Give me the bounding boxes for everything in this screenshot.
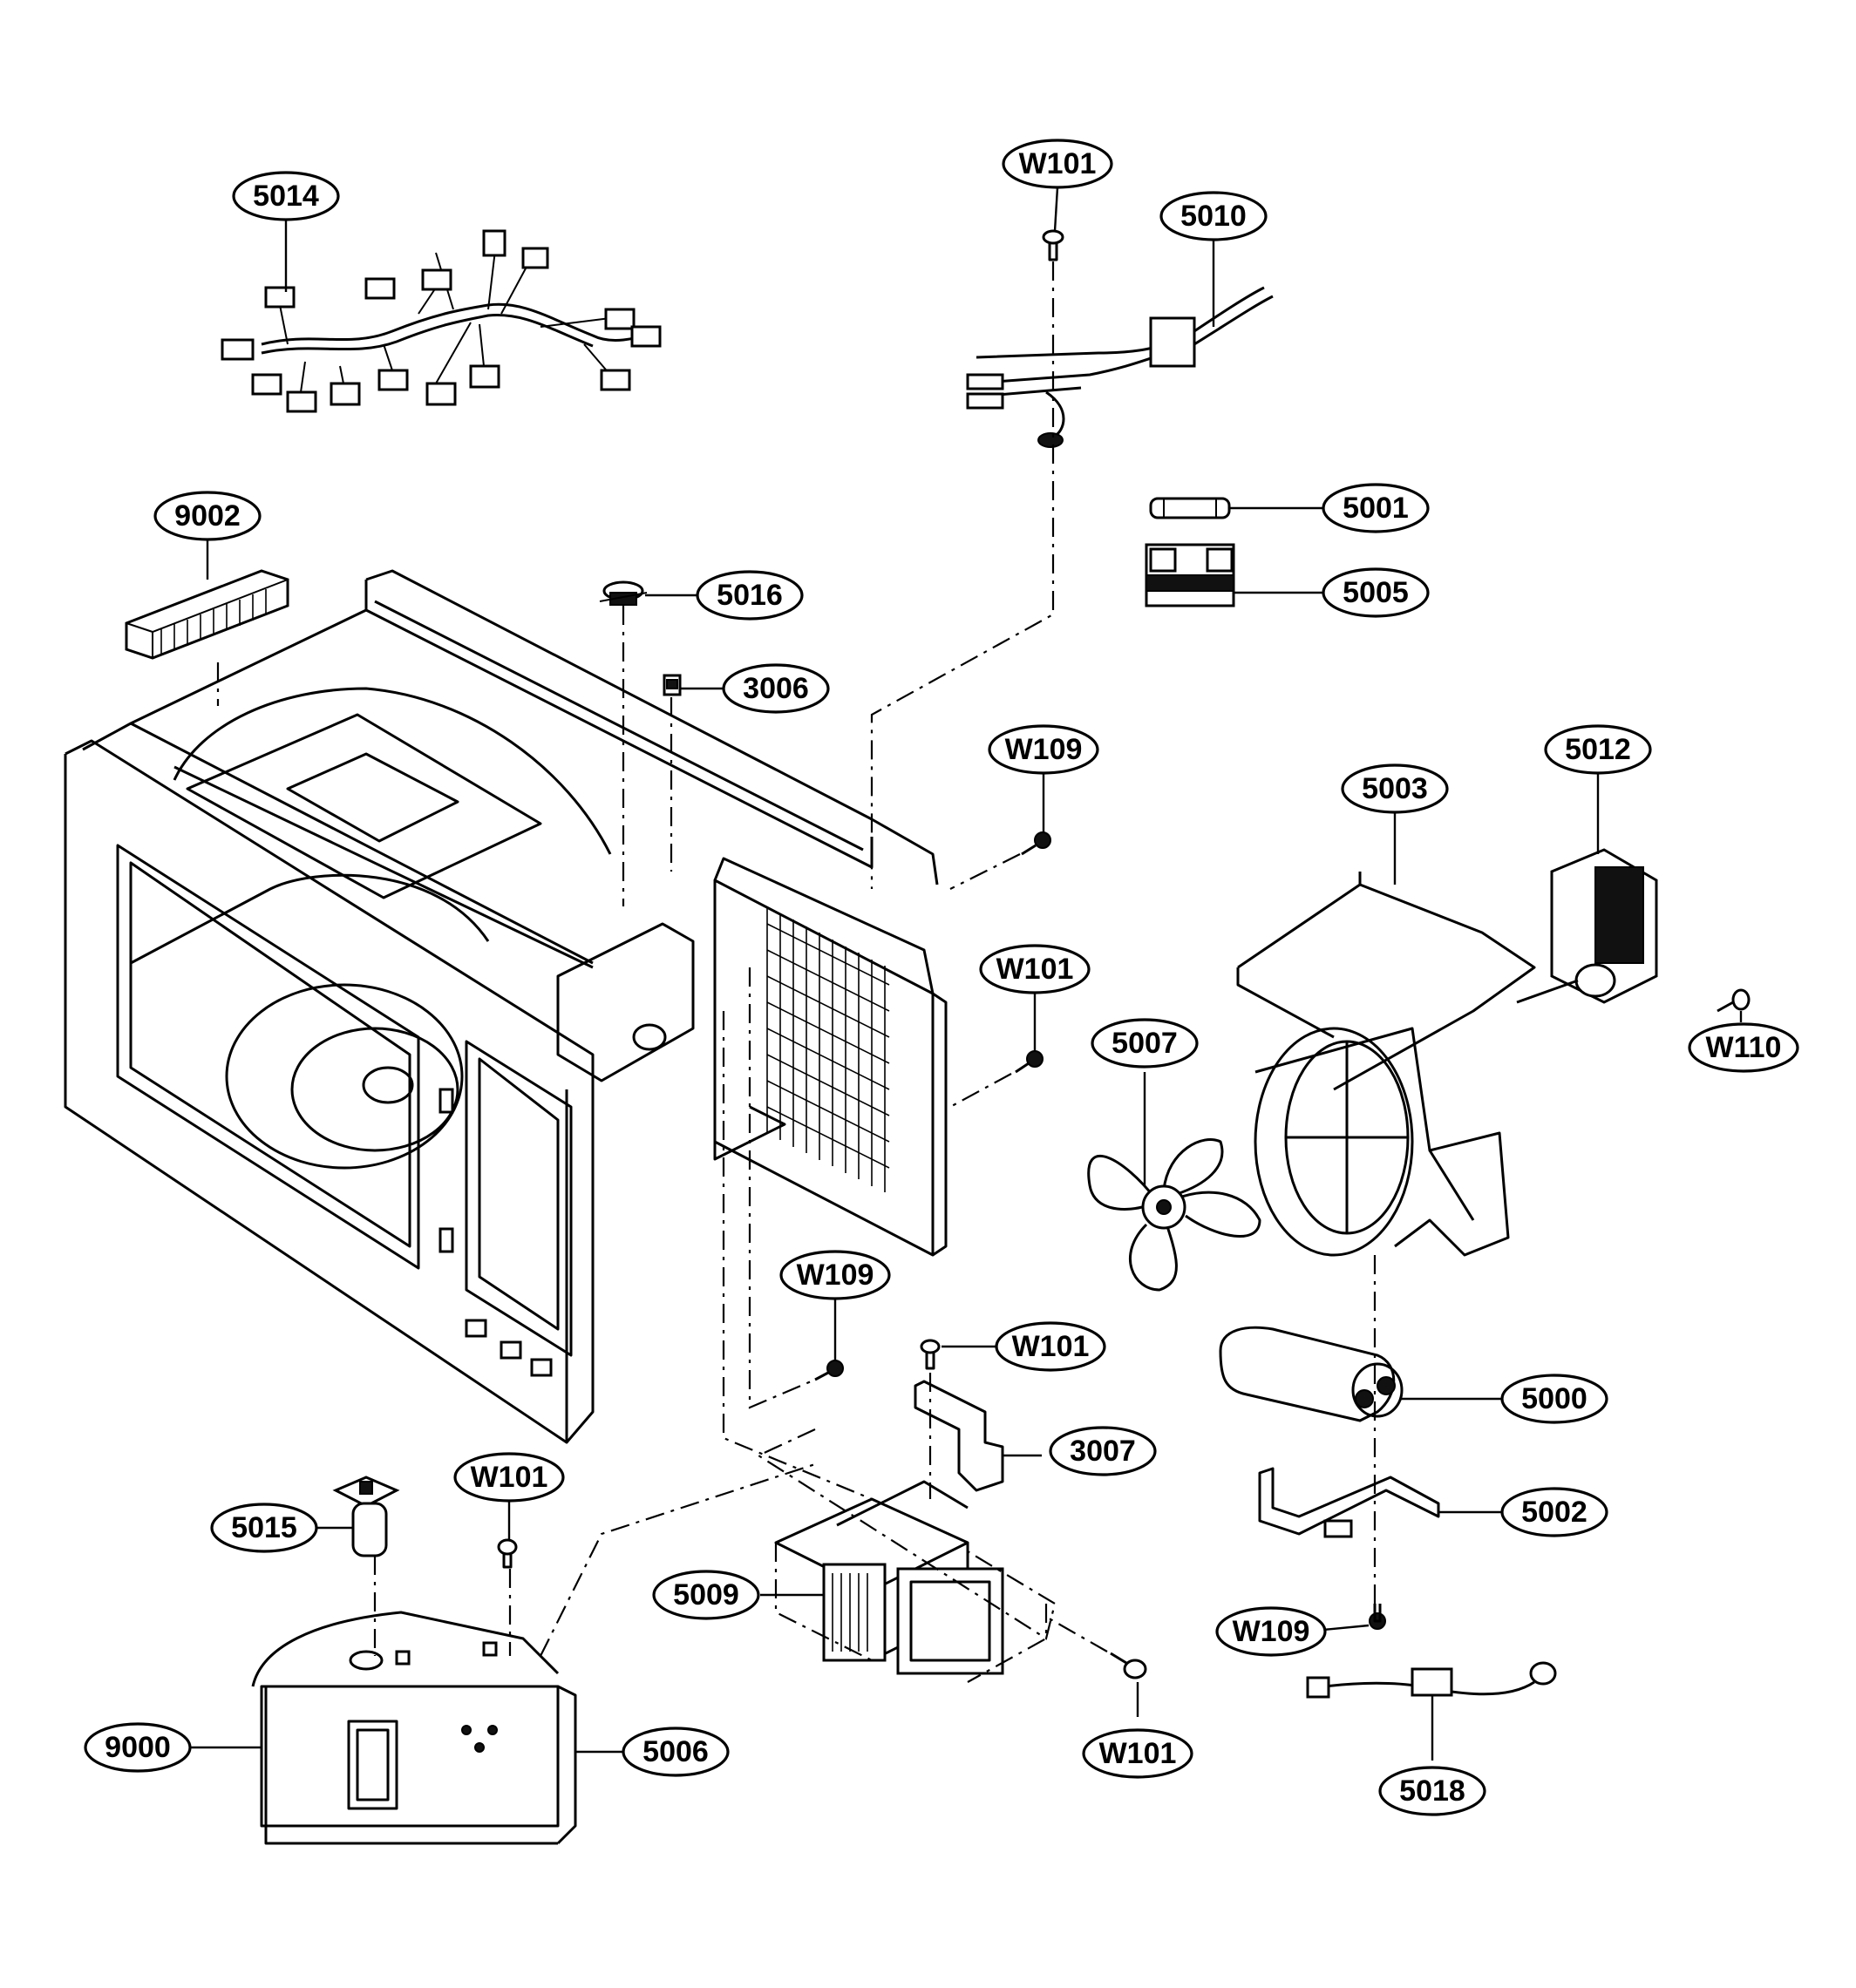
magnetron-5009 (774, 1480, 1004, 1675)
filter-9002 (125, 569, 289, 660)
screw-w101-middle (1015, 1050, 1044, 1074)
wire-harness-5014 (221, 229, 662, 413)
control-box-9000 (251, 1611, 577, 1845)
screw-w101-magnetron (1110, 1652, 1147, 1679)
screw-w101-bracket (920, 1339, 941, 1370)
sensor-wire-5018 (1306, 1661, 1557, 1699)
assembly-lines (216, 261, 1377, 1683)
callout-label: 5003 (1362, 772, 1428, 805)
switch-3006 (663, 674, 682, 696)
fuse-holder-5005 (1145, 543, 1235, 607)
callout-label: W101 (1012, 1330, 1090, 1363)
callout-label: 5007 (1112, 1027, 1178, 1060)
screw-w109-upper (1021, 831, 1051, 856)
callout-5014: 5014 (232, 171, 340, 221)
callout-label: W109 (1005, 733, 1083, 766)
callout-5001: 5001 (1322, 483, 1430, 533)
callout-5012: 5012 (1544, 724, 1652, 775)
callout-5016: 5016 (696, 570, 804, 621)
callout-label: W101 (996, 953, 1074, 986)
callout-w101-lower-left: W101 (453, 1452, 565, 1503)
callout-w101-magnetron: W101 (1082, 1728, 1193, 1779)
thermostat-5016 (599, 580, 648, 606)
callout-9002: 9002 (153, 491, 262, 541)
callout-w109-lower: W109 (779, 1250, 891, 1300)
callout-5003: 5003 (1341, 763, 1449, 814)
callout-label: 5016 (717, 579, 783, 612)
fan-blade-5007 (1087, 1137, 1261, 1292)
callout-w101-bracket: W101 (995, 1321, 1106, 1372)
motor-5015 (332, 1476, 400, 1557)
fan-duct-5003 (1236, 872, 1536, 1257)
callout-3007: 3007 (1049, 1426, 1157, 1476)
callout-9000: 9000 (84, 1722, 192, 1773)
screw-w109-bottom-right (1369, 1604, 1386, 1630)
callout-label: W109 (1233, 1615, 1310, 1648)
callout-w101-middle: W101 (979, 944, 1091, 994)
capacitor-5000 (1219, 1326, 1404, 1422)
callout-w110: W110 (1688, 1022, 1799, 1073)
callout-5007: 5007 (1091, 1018, 1199, 1069)
callout-label: 9000 (105, 1731, 171, 1764)
callout-5015: 5015 (210, 1503, 318, 1553)
fan-motor-5012 (1516, 848, 1658, 1004)
callout-label: 5015 (231, 1511, 297, 1544)
callout-label: W101 (1019, 147, 1097, 180)
callout-5006: 5006 (622, 1727, 730, 1777)
callout-label: 5010 (1180, 200, 1247, 233)
callout-label: 5006 (642, 1735, 709, 1768)
callout-label: W101 (471, 1461, 548, 1494)
bracket-3007 (914, 1380, 1004, 1492)
fuse-5001 (1149, 497, 1231, 519)
callout-3006: 3006 (722, 663, 830, 714)
screw-w101-lower-left (497, 1538, 518, 1569)
callout-label: 5012 (1565, 733, 1631, 766)
callout-label: 9002 (174, 499, 241, 533)
callout-5009: 5009 (652, 1570, 760, 1620)
callout-label: 5001 (1343, 492, 1409, 525)
callout-label: 5018 (1399, 1774, 1465, 1808)
callout-5002: 5002 (1500, 1487, 1608, 1537)
callout-5010: 5010 (1159, 191, 1268, 241)
main-chassis (64, 569, 948, 1444)
callout-5018: 5018 (1378, 1766, 1486, 1816)
callout-w109-upper: W109 (988, 724, 1099, 775)
screw-w110 (1717, 988, 1751, 1013)
callout-label: W109 (797, 1259, 874, 1292)
callout-label: 3006 (743, 672, 809, 705)
callout-label: W101 (1099, 1737, 1177, 1770)
screw-w101-top (1042, 229, 1064, 261)
callout-5005: 5005 (1322, 567, 1430, 618)
callout-5000: 5000 (1500, 1374, 1608, 1424)
callout-w101-top: W101 (1002, 139, 1113, 189)
screw-w109-lower (814, 1360, 844, 1381)
callout-label: 5014 (253, 180, 319, 213)
callout-label: 5005 (1343, 576, 1409, 609)
callout-w109-bottom-right: W109 (1215, 1606, 1327, 1657)
callout-label: 5002 (1521, 1496, 1587, 1529)
callout-label: 5000 (1521, 1382, 1587, 1415)
power-cord-5010 (966, 286, 1274, 448)
callout-label: W110 (1706, 1031, 1782, 1064)
bracket-5002 (1258, 1467, 1440, 1538)
leader-lines (190, 187, 1743, 1761)
callout-label: 5009 (673, 1578, 739, 1611)
callout-label: 3007 (1070, 1435, 1136, 1468)
